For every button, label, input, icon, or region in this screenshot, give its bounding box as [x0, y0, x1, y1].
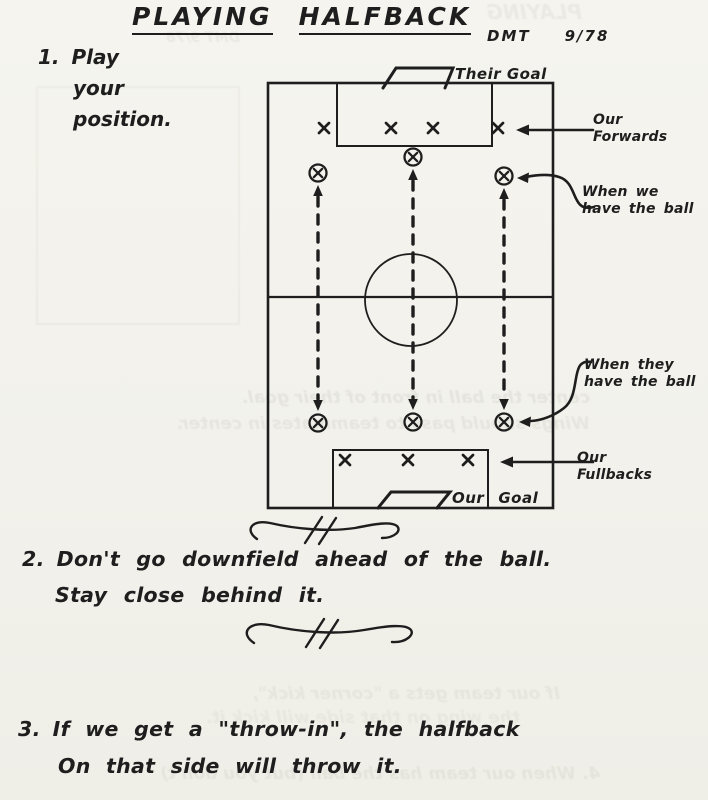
divider-flourish-bottom	[245, 617, 413, 650]
penalty-box-top	[336, 83, 493, 147]
label-line: have the ball	[582, 201, 694, 217]
ghost-bleedthrough-text: If our team gets a "corner kick",	[251, 684, 561, 704]
instruction-1-text: Play	[71, 45, 119, 69]
goal-top	[381, 66, 456, 90]
label-line: have the ball	[584, 374, 696, 390]
instruction-3-number: 3.	[18, 717, 41, 741]
our-fullbacks-arrow	[500, 456, 595, 468]
forward-x-marker	[426, 121, 440, 135]
our-goal-label: Our Goal	[452, 489, 538, 507]
byline: DMT 9/78	[487, 27, 609, 45]
title-word-halfback: HALFBACK	[298, 2, 472, 35]
label-line: Forwards	[593, 129, 668, 145]
halfback-marker-top	[308, 163, 328, 183]
byline-initials: DMT	[487, 27, 531, 45]
center-circle	[364, 253, 458, 347]
halfback-marker-bottom	[308, 413, 328, 433]
divider-flourish-top	[249, 515, 400, 546]
instruction-3-text: If we get a "throw-in", the halfback	[52, 717, 520, 741]
penalty-box-bottom	[332, 449, 489, 508]
label-line: Our	[577, 450, 607, 466]
forward-x-marker	[317, 121, 331, 135]
label-line: When we	[582, 184, 659, 200]
instruction-2-text: Don't go downfield ahead of the ball.	[56, 547, 552, 571]
page-title: PLAYING HALFBACK	[132, 2, 472, 35]
forward-x-marker	[384, 121, 398, 135]
soccer-field-diagram	[266, 66, 596, 510]
field-outline	[266, 81, 555, 510]
instruction-3-line: On that side will throw it.	[58, 754, 402, 778]
when-we-have-ball-arrow	[517, 172, 596, 210]
instruction-1-line: 1. Play	[38, 42, 172, 73]
instruction-2-number: 2.	[22, 547, 45, 571]
halfback-movement-arrow	[408, 169, 418, 410]
fullback-x-marker	[461, 453, 475, 467]
title-word-playing: PLAYING	[132, 2, 273, 35]
byline-date: 9/78	[564, 27, 610, 45]
instruction-1: 1. Play your position.	[38, 42, 172, 135]
instruction-1-number: 1.	[38, 45, 60, 69]
their-goal-label: Their Goal	[455, 65, 547, 83]
when-they-have-ball-arrow	[519, 360, 593, 427]
instruction-3-line: 3. If we get a "throw-in", the halfback	[18, 711, 520, 748]
label-line: Our	[593, 112, 623, 128]
instruction-2: 2.Don't go downfield ahead of the ball. …	[22, 541, 551, 613]
label-line: When they	[584, 357, 674, 373]
our-fullbacks-label: Our Fullbacks	[577, 450, 652, 484]
fullback-x-marker	[401, 453, 415, 467]
halfback-marker-top	[403, 147, 423, 167]
instruction-3: 3. If we get a "throw-in", the halfback O…	[18, 711, 520, 785]
fullback-x-marker	[338, 453, 352, 467]
forward-x-marker	[491, 121, 505, 135]
our-forwards-label: Our Forwards	[593, 112, 667, 146]
goal-bottom	[376, 490, 454, 510]
halfback-marker-bottom	[494, 412, 514, 432]
halfback-marker-bottom	[403, 412, 423, 432]
instruction-2-line: 2. Don't go downfield ahead of the ball.	[22, 541, 551, 577]
halfback-marker-top	[494, 166, 514, 186]
player-markers	[308, 121, 514, 467]
instruction-1-line: position.	[73, 107, 172, 131]
halfback-movement-arrow	[313, 185, 323, 411]
halfback-movement-arrow	[499, 188, 509, 410]
our-goal-word: Goal	[498, 489, 539, 507]
our-goal-word: Our	[452, 489, 485, 507]
our-forwards-arrow	[516, 124, 595, 136]
when-we-have-ball-label: When we have the ball	[582, 184, 694, 218]
when-they-have-ball-label: When they have the ball	[584, 357, 696, 391]
instruction-1-line: your	[73, 76, 124, 100]
label-line: Fullbacks	[577, 467, 652, 483]
instruction-2-line: Stay close behind it.	[55, 583, 325, 607]
